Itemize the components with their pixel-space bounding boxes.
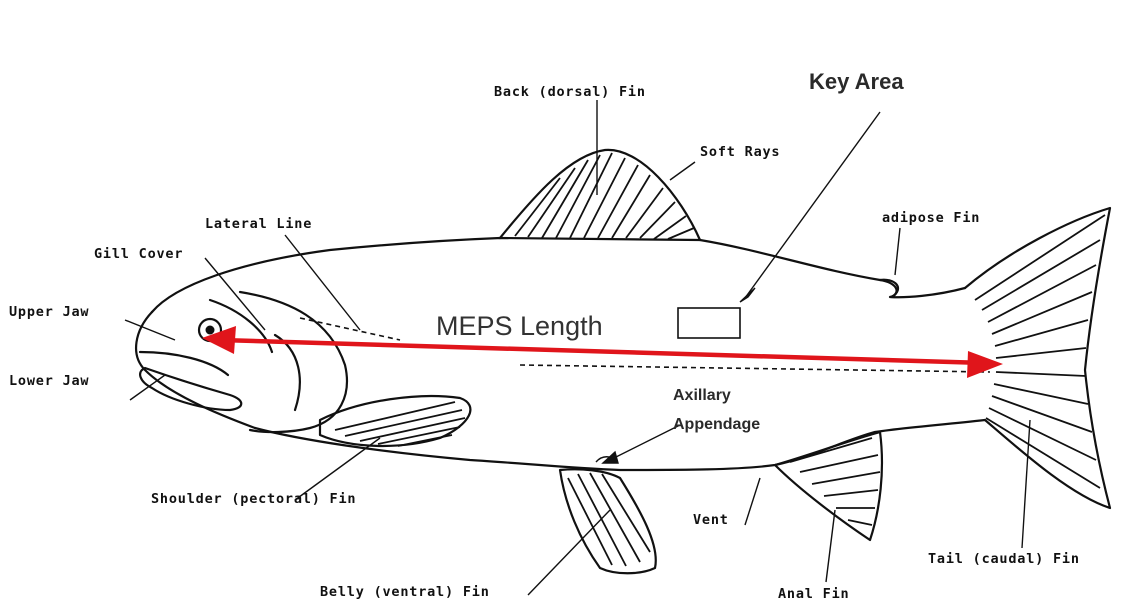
ventral-fin [560, 457, 656, 574]
label-tail-fin: Tail (caudal) Fin [928, 551, 1080, 567]
dorsal-fin [500, 150, 700, 240]
label-soft-rays: Soft Rays [700, 144, 780, 160]
label-belly-fin: Belly (ventral) Fin [320, 584, 490, 600]
label-axillary-2: Appendage [673, 416, 760, 433]
label-anal-fin: Anal Fin [778, 586, 849, 602]
label-dorsal-fin: Back (dorsal) Fin [494, 84, 646, 100]
label-pectoral-fin: Shoulder (pectoral) Fin [151, 491, 356, 507]
label-key-area: Key Area [809, 69, 904, 94]
label-vent: Vent [693, 512, 729, 528]
label-gill-cover: Gill Cover [94, 246, 183, 262]
label-lower-jaw: Lower Jaw [9, 373, 89, 389]
label-lateral-line: Lateral Line [205, 216, 312, 232]
label-upper-jaw: Upper Jaw [9, 304, 89, 320]
label-meps-length: MEPS Length [436, 311, 603, 341]
leader-lines [125, 100, 1030, 595]
key-area-box [678, 308, 740, 338]
fish-body [136, 238, 990, 470]
label-axillary-1: Axillary [673, 387, 731, 404]
anal-fin [775, 432, 882, 540]
label-adipose-fin: adipose Fin [882, 210, 980, 226]
